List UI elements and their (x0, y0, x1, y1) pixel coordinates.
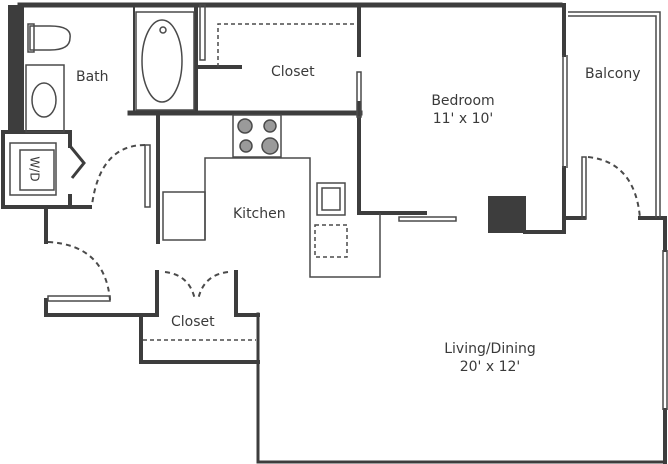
room-dimensions-bedroom: 11' x 10' (432, 111, 494, 127)
room-dimensions-living-dining: 20' x 12' (459, 359, 521, 375)
stove (232, 114, 282, 158)
room-label-bedroom: Bedroom (431, 93, 495, 109)
wall-left-bath (8, 5, 24, 133)
bathtub (141, 19, 183, 103)
refrigerator (162, 191, 206, 241)
kitchen-counter (204, 157, 381, 278)
kitchen-sink (316, 182, 346, 216)
sink-bath (31, 82, 57, 118)
washer-dryer-label: W/D (27, 156, 42, 182)
column (488, 196, 526, 233)
room-label-kitchen: Kitchen (233, 206, 286, 222)
room-label-balcony: Balcony (585, 66, 641, 82)
room-label-living-dining: Living/Dining (444, 341, 536, 357)
room-label-closet-top: Closet (271, 64, 315, 80)
toilet (29, 25, 71, 51)
room-label-bath: Bath (76, 69, 109, 85)
room-label-closet-bottom: Closet (171, 314, 215, 330)
